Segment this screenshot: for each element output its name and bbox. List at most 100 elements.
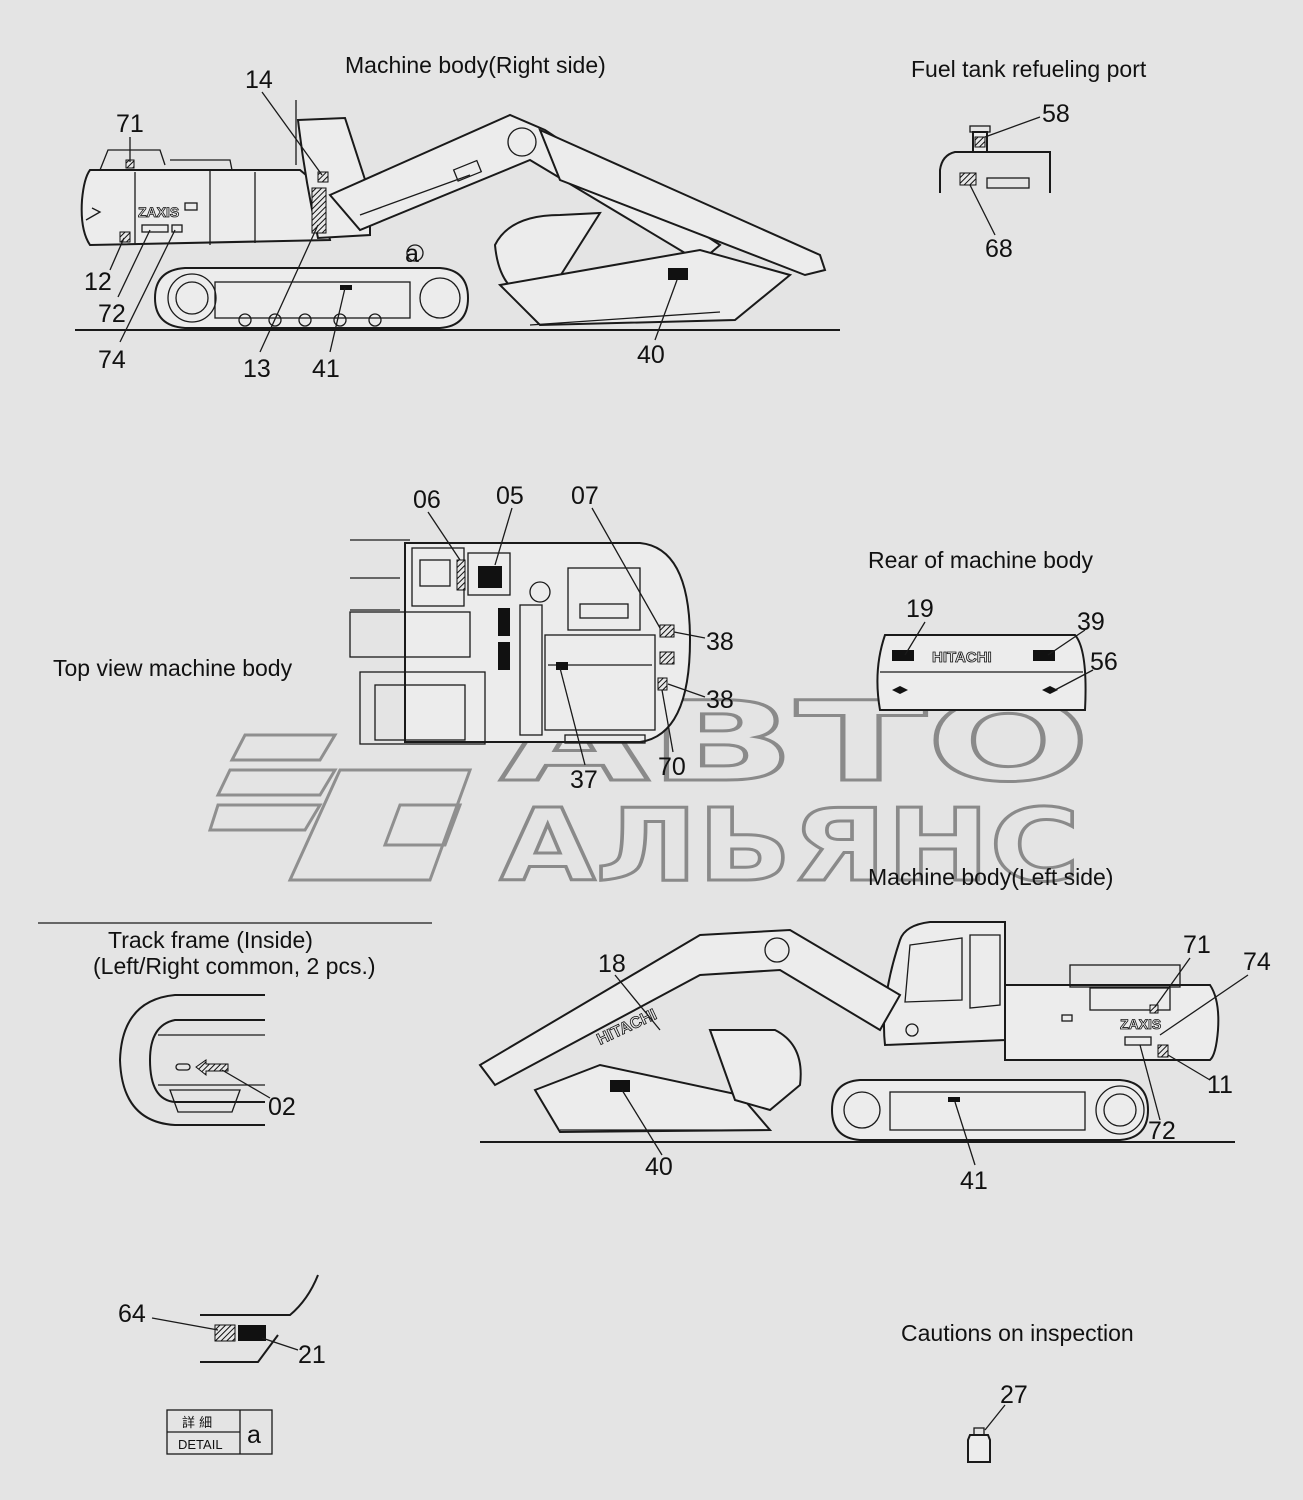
- upper-structure-right: [80, 169, 332, 247]
- callout-74-left: 74: [1243, 948, 1271, 976]
- radiator-top: [544, 634, 656, 731]
- cautions-title: Cautions on inspection: [901, 1320, 1134, 1346]
- cautions-view: Cautions on inspection 27: [901, 1320, 1134, 1463]
- engine-cover-top: [567, 567, 641, 631]
- callout-07: 07: [571, 482, 599, 510]
- callout-40-left: 40: [645, 1153, 673, 1181]
- decal-12-right: [119, 231, 131, 243]
- rear-view-title: Rear of machine body: [868, 547, 1094, 573]
- callout-13-right: 13: [243, 355, 271, 383]
- decal-05: [478, 566, 502, 588]
- left-side-view: Machine body(Left side) ZAXIS HITACHI: [478, 864, 1271, 1195]
- decal-14-right: [317, 171, 329, 183]
- callout-19: 19: [906, 595, 934, 623]
- top-view: Top view machine body 06 05: [53, 482, 734, 794]
- detail-a-view: 64 21 詳 細 DETAIL a: [118, 1274, 326, 1455]
- decal-70: [657, 677, 668, 691]
- callout-12-right: 12: [84, 268, 112, 296]
- right-side-view: Machine body(Right side) ZAXIS: [75, 52, 840, 383]
- callout-72-left: 72: [1148, 1117, 1176, 1145]
- detail-box-kanji: 詳 細: [182, 1415, 212, 1431]
- zaxis-decal-left: ZAXIS: [1120, 1016, 1161, 1032]
- callout-02: 02: [268, 1093, 296, 1121]
- stick-left: [533, 1063, 773, 1134]
- upper-structure-left: [1004, 984, 1220, 1061]
- callout-71-right: 71: [116, 110, 144, 138]
- hitachi-decal-rear: HITACHI: [932, 649, 992, 666]
- track-arrow-decal-02: [195, 1059, 229, 1077]
- bucket-left: [708, 1029, 802, 1112]
- decal-38-upper: [659, 624, 675, 638]
- arm-right: [538, 128, 827, 277]
- cab-left: [883, 921, 1006, 1047]
- callout-68: 68: [985, 235, 1013, 263]
- zaxis-decal-right: ZAXIS: [138, 204, 179, 220]
- watermark-logo-icon: [207, 733, 473, 882]
- grille-left: [1089, 987, 1171, 1011]
- fuel-port-title: Fuel tank refueling port: [911, 56, 1147, 82]
- decal-06: [456, 559, 466, 591]
- fuel-port-view: Fuel tank refueling port 58 68: [911, 56, 1147, 263]
- detail-box-label: DETAIL: [178, 1437, 223, 1452]
- decal-37: [556, 662, 568, 670]
- decal-40-left: [610, 1080, 630, 1092]
- track-frame-view: Track frame (Inside) (Left/Right common,…: [38, 922, 432, 1126]
- track-frame-title-1: Track frame (Inside): [108, 927, 313, 953]
- callout-56: 56: [1090, 648, 1118, 676]
- callout-18-left: 18: [598, 950, 626, 978]
- decal-41-left: [948, 1097, 960, 1102]
- callout-a-right: a: [405, 240, 419, 268]
- boom-left: [478, 928, 902, 1087]
- callout-41-right: 41: [312, 355, 340, 383]
- callout-74-right: 74: [98, 346, 126, 374]
- callout-70: 70: [658, 753, 686, 781]
- decal-13-right: [311, 187, 327, 234]
- callout-72-right: 72: [98, 300, 126, 328]
- crawler-track-right: [153, 267, 470, 329]
- detail-box-letter: a: [247, 1421, 261, 1449]
- watermark-line2: АЛЬЯНС: [500, 787, 1080, 904]
- callout-21: 21: [298, 1341, 326, 1369]
- caution-decal-27: [967, 1434, 991, 1463]
- stick-right: [497, 248, 793, 327]
- decal-71-left: [1149, 1004, 1159, 1014]
- callout-11-left: 11: [1207, 1071, 1233, 1099]
- decal-21: [238, 1325, 266, 1341]
- decal-68: [959, 172, 977, 186]
- callout-41-left: 41: [960, 1167, 988, 1195]
- top-view-outline: [404, 542, 692, 743]
- callout-58: 58: [1042, 100, 1070, 128]
- right-side-title: Machine body(Right side): [345, 52, 606, 78]
- callout-05: 05: [496, 482, 524, 510]
- callout-38-lower: 38: [706, 686, 734, 714]
- callout-27: 27: [1000, 1381, 1028, 1409]
- decal-11-left: [1157, 1044, 1169, 1058]
- callout-64: 64: [118, 1300, 146, 1328]
- decal-39: [1033, 650, 1055, 661]
- callout-40-right: 40: [637, 341, 665, 369]
- decal-74-right: [171, 224, 183, 233]
- left-side-title: Machine body(Left side): [868, 864, 1113, 890]
- track-frame-title-2: (Left/Right common, 2 pcs.): [93, 953, 376, 979]
- decal-72-left: [1124, 1036, 1152, 1046]
- fuel-tank-outline: [939, 151, 1051, 193]
- cab-top: [359, 671, 486, 745]
- bucket-right: [493, 211, 602, 302]
- callout-39: 39: [1077, 608, 1105, 636]
- top-view-title: Top view machine body: [53, 655, 293, 681]
- rear-view: Rear of machine body HITACHI 19 39 56: [868, 547, 1118, 711]
- decal-41-right: [340, 285, 352, 290]
- crawler-track-left: [830, 1079, 1150, 1141]
- callout-38-upper: 38: [706, 628, 734, 656]
- callout-71-left: 71: [1183, 931, 1211, 959]
- track-frame-outline: [118, 994, 265, 1126]
- decal-38-lower: [659, 651, 675, 665]
- decal-58: [974, 136, 986, 148]
- detail-a-outline: [200, 1274, 319, 1316]
- callout-37: 37: [570, 766, 598, 794]
- boom-top: [349, 611, 471, 658]
- callout-14-right: 14: [245, 66, 273, 94]
- decal-72-right: [141, 224, 169, 233]
- decal-40-right: [668, 268, 688, 280]
